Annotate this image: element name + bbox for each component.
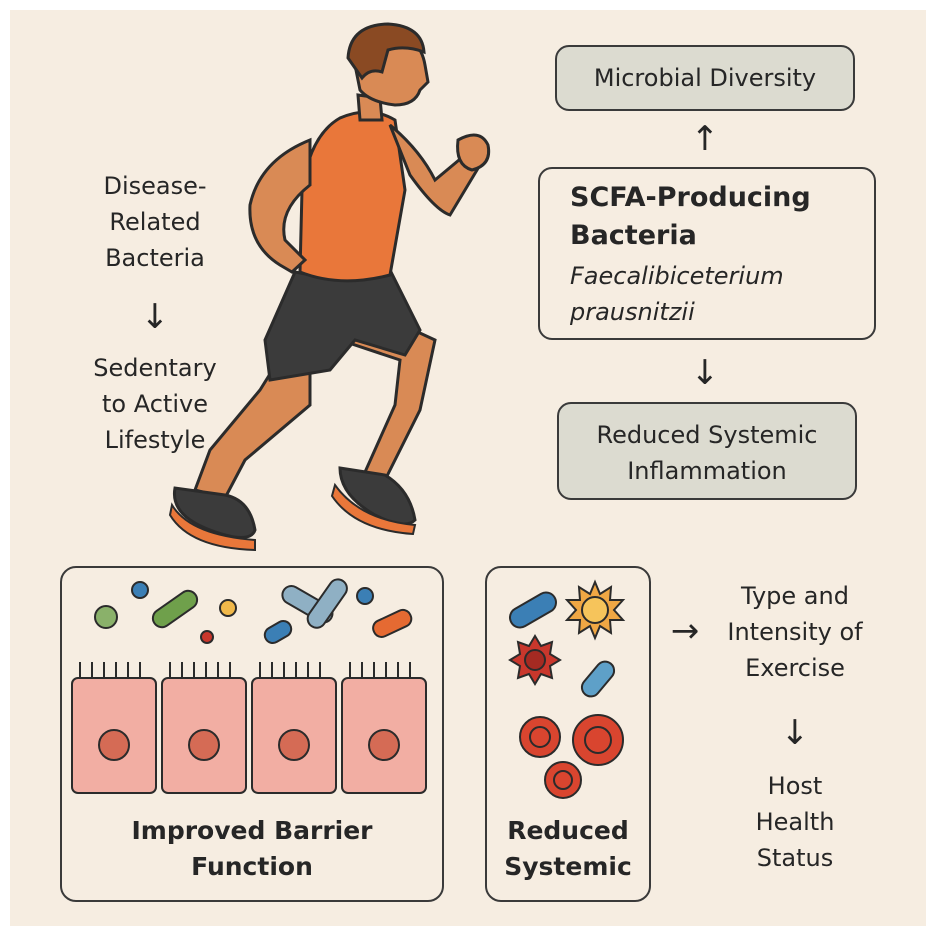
systemic-label-line2: Systemic	[504, 852, 632, 881]
scfa-title-line2: Bacteria	[570, 220, 697, 251]
host-line1: Host	[767, 772, 823, 800]
systemic-label-line1: Reduced	[507, 816, 629, 845]
left-down-arrow: ↓	[140, 297, 170, 337]
right-arrow: →	[670, 611, 700, 651]
exercise-line3: Exercise	[745, 654, 845, 682]
runner-illustration	[168, 22, 491, 552]
left-text-disease: Disease-	[103, 172, 207, 200]
left-text-to-active: to Active	[102, 390, 208, 418]
exercise-line1: Type and	[741, 582, 849, 610]
microbial-diversity-label: Microbial Diversity	[593, 64, 817, 92]
reduced-inflammation-box	[557, 402, 857, 500]
left-text-related: Related	[109, 208, 201, 236]
barrier-label-line2: Function	[191, 852, 313, 881]
systemic-illustration	[508, 579, 626, 799]
left-text-bacteria: Bacteria	[105, 244, 205, 272]
reduced-inflammation-line2: Inflammation	[627, 457, 787, 485]
host-line2: Health	[755, 808, 835, 836]
scfa-species-line1: Faecalibiceterium	[570, 262, 784, 290]
down-arrow-exercise: ↓	[780, 713, 810, 753]
down-arrow-scfa: ↓	[690, 353, 720, 393]
microbial-diversity-box	[555, 45, 855, 111]
diagram-canvas: Disease- Related Bacteria ↓ Sedentary to…	[10, 10, 926, 926]
up-arrow: ↑	[690, 119, 720, 159]
host-line3: Status	[756, 844, 834, 872]
barrier-illustration	[71, 578, 427, 794]
barrier-label-line1: Improved Barrier	[131, 816, 373, 845]
reduced-inflammation-line1: Reduced Systemic	[596, 421, 818, 449]
left-text-lifestyle: Lifestyle	[104, 426, 206, 454]
left-text-sedentary: Sedentary	[93, 354, 217, 382]
exercise-line2: Intensity of	[727, 618, 863, 646]
scfa-box	[538, 167, 876, 340]
scfa-title-line1: SCFA-Producing	[570, 182, 811, 213]
scfa-species-line2: prausnitzii	[570, 298, 695, 326]
